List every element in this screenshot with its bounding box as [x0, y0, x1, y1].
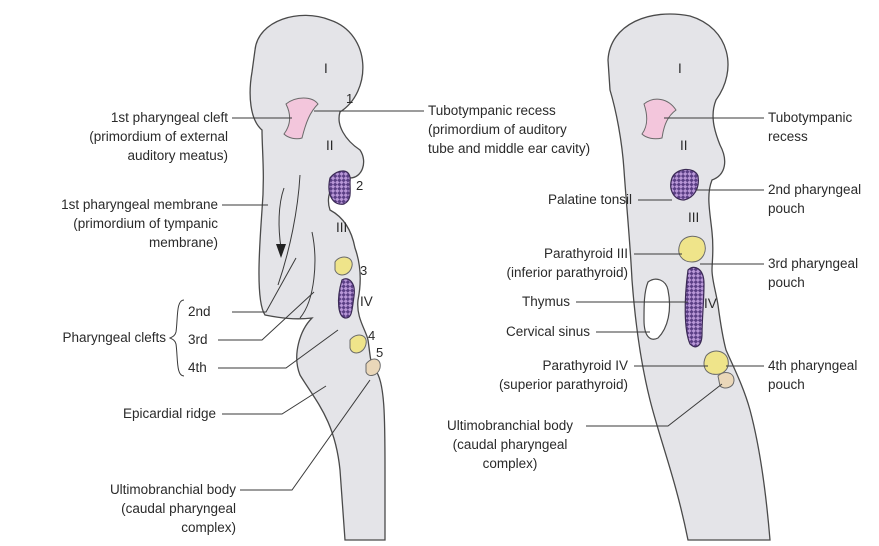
label-pouch-3rd-line2: pouch — [768, 275, 805, 290]
label-left-tubotympanic-line3: tube and middle ear cavity) — [428, 141, 590, 156]
label-parathyroid-iii-line2: (inferior parathyroid) — [506, 265, 628, 280]
label-palatine-tonsil: Palatine tonsil — [548, 192, 632, 207]
left-arch-number-5: 5 — [376, 345, 383, 360]
label-pouch-4th-line1: 4th pharyngeal — [768, 358, 857, 373]
label-parathyroid-iv-line2: (superior parathyroid) — [499, 377, 628, 392]
label-left-ultimobranchial-line1: Ultimobranchial body — [110, 482, 236, 497]
left-roman-i: I — [324, 61, 328, 76]
label-right-tubotympanic-line2: recess — [768, 129, 808, 144]
label-epicardial-ridge: Epicardial ridge — [123, 406, 216, 421]
label-first-cleft-line2: (primordium of external — [89, 129, 228, 144]
right-roman-iv: IV — [704, 296, 717, 311]
label-cleft-4th: 4th — [188, 360, 207, 375]
label-parathyroid-iv-line1: Parathyroid IV — [542, 358, 628, 373]
right-thymus — [685, 267, 704, 346]
left-arch-number-3: 3 — [360, 263, 367, 278]
label-thymus: Thymus — [522, 294, 570, 309]
cleft-brace — [170, 300, 184, 376]
label-parathyroid-iii-line1: Parathyroid III — [544, 246, 628, 261]
label-first-cleft-line3: auditory meatus) — [127, 148, 228, 163]
label-left-ultimobranchial-line2: (caudal pharyngeal — [121, 501, 236, 516]
left-second-pouch — [329, 171, 350, 204]
right-roman-ii: II — [680, 138, 688, 153]
label-left-tubotympanic-line1: Tubotympanic recess — [428, 103, 556, 118]
label-pouch-4th-line2: pouch — [768, 377, 805, 392]
label-first-membrane-line3: membrane) — [149, 235, 218, 250]
label-first-membrane-line2: (primordium of tympanic — [73, 216, 218, 231]
left-roman-ii: II — [326, 138, 334, 153]
left-roman-iii: III — [336, 220, 347, 235]
right-roman-iii: III — [688, 210, 699, 225]
label-pouch-3rd-line1: 3rd pharyngeal — [768, 256, 858, 271]
left-roman-iv: IV — [360, 294, 373, 309]
left-ultimobranchial-body — [366, 359, 380, 375]
right-parathyroid-iii — [679, 236, 706, 262]
left-embryo: I II III IV 1 2 3 4 5 — [250, 15, 385, 540]
right-embryo: I II III IV — [608, 14, 770, 540]
label-right-ultimobranchial-line2: (caudal pharyngeal — [453, 437, 568, 452]
label-first-membrane-line1: 1st pharyngeal membrane — [61, 197, 218, 212]
label-right-ultimobranchial-line3: complex) — [483, 456, 538, 471]
label-right-ultimobranchial-line1: Ultimobranchial body — [447, 418, 573, 433]
label-pharyngeal-clefts: Pharyngeal clefts — [62, 330, 166, 345]
label-cervical-sinus: Cervical sinus — [506, 324, 590, 339]
left-arch-number-1: 1 — [346, 91, 353, 106]
label-first-cleft-line1: 1st pharyngeal cleft — [111, 110, 228, 125]
left-arch-number-2: 2 — [356, 178, 363, 193]
label-left-tubotympanic-line2: (primordium of auditory — [428, 122, 567, 137]
left-arch-number-4: 4 — [368, 328, 375, 343]
label-left-ultimobranchial-line3: complex) — [181, 520, 236, 535]
right-parathyroid-iv — [704, 351, 728, 374]
right-roman-i: I — [678, 61, 682, 76]
label-cleft-3rd: 3rd — [188, 332, 208, 347]
label-pouch-2nd-line2: pouch — [768, 201, 805, 216]
label-pouch-2nd-line1: 2nd pharyngeal — [768, 182, 861, 197]
left-thymus — [339, 279, 355, 318]
label-cleft-2nd: 2nd — [188, 304, 211, 319]
label-right-tubotympanic-line1: Tubotympanic — [768, 110, 853, 125]
